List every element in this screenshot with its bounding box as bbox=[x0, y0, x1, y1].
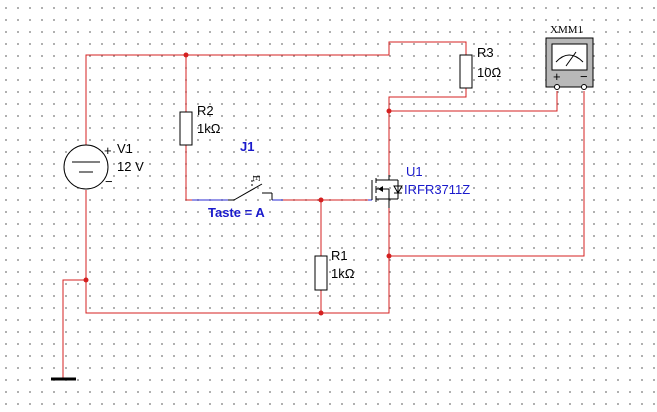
wires bbox=[62, 41, 585, 378]
resistor-r1[interactable]: R1 1kΩ bbox=[314, 248, 355, 291]
junction-dot bbox=[318, 197, 324, 203]
junction-dot bbox=[386, 108, 392, 114]
wire-meter-plus bbox=[389, 91, 558, 112]
junction-dot bbox=[83, 277, 89, 283]
r1-value: 1kΩ bbox=[331, 266, 355, 281]
r2-value: 1kΩ bbox=[197, 121, 221, 136]
xmm1-minus-sign: − bbox=[580, 69, 588, 84]
switch-tag: E bbox=[250, 175, 262, 182]
wire-r3-drain bbox=[388, 88, 467, 111]
junctions bbox=[83, 52, 392, 316]
meter-terminal-minus bbox=[581, 84, 587, 90]
xmm1-plus-sign: + bbox=[553, 69, 561, 84]
j1-label: J1 bbox=[240, 139, 254, 154]
wire-top bbox=[85, 41, 467, 121]
v1-minus-sign: − bbox=[105, 174, 113, 189]
u1-part: IRFR3711Z bbox=[404, 182, 470, 197]
multimeter-xmm1[interactable]: XMM1 + − bbox=[545, 24, 594, 90]
v1-label: V1 bbox=[117, 141, 133, 156]
r3-value: 10Ω bbox=[477, 65, 501, 80]
resistor-r3[interactable]: R3 10Ω bbox=[459, 45, 501, 89]
junction-dot bbox=[386, 253, 392, 259]
r1-label: R1 bbox=[331, 248, 348, 263]
j1-key: Taste = A bbox=[208, 205, 265, 220]
junction-dot bbox=[318, 310, 324, 316]
r3-label: R3 bbox=[477, 45, 494, 60]
wire-r2-bottom bbox=[185, 145, 228, 201]
v1-plus-sign: + bbox=[104, 143, 112, 158]
meter-terminal-plus bbox=[554, 84, 560, 90]
mosfet-u1[interactable]: U1 IRFR3711Z bbox=[368, 164, 470, 208]
r2-label: R2 bbox=[197, 103, 214, 118]
resistor-r2[interactable]: R2 1kΩ bbox=[179, 103, 221, 146]
wire-meter-minus bbox=[389, 91, 585, 257]
switch-j1[interactable]: E J1 Taste = A bbox=[192, 139, 283, 220]
v1-value: 12 V bbox=[117, 159, 144, 174]
junction-dot bbox=[183, 52, 189, 58]
u1-label: U1 bbox=[406, 164, 423, 179]
xmm1-label: XMM1 bbox=[550, 24, 583, 36]
voltage-source-v1[interactable]: + − V1 12 V bbox=[63, 141, 144, 190]
wire-ground bbox=[62, 279, 86, 378]
